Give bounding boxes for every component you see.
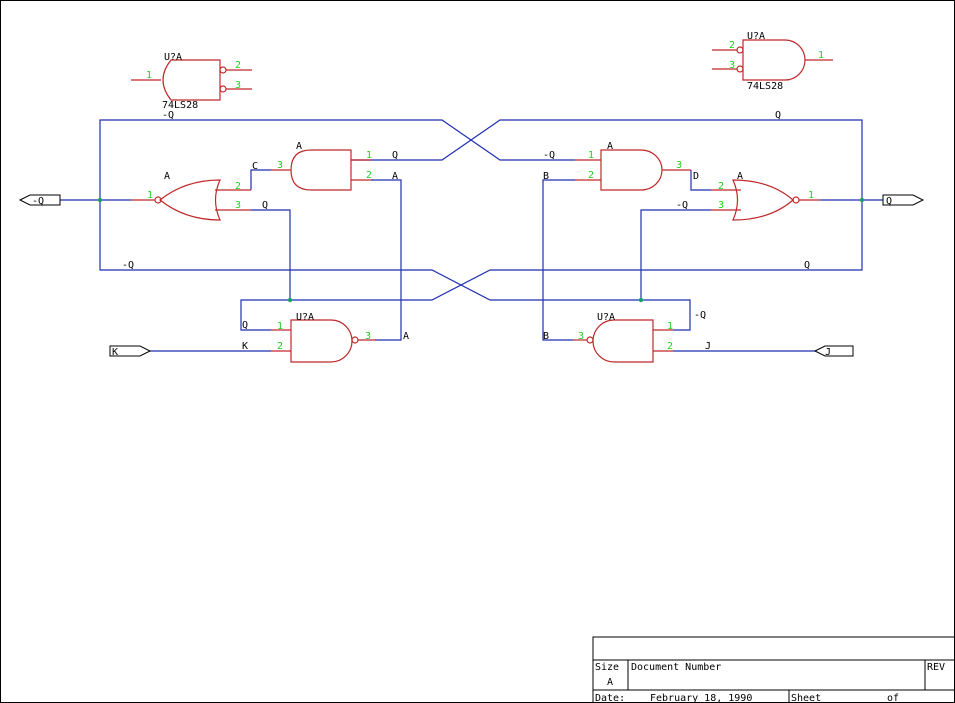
pin-number: 1 [588,150,594,161]
pin-number: 1 [366,150,372,161]
net-label: Q [392,150,398,161]
pin-number: 2 [235,181,241,192]
net-label: -Q [694,310,706,321]
port-right-q-label: Q [886,196,892,207]
title-date-value: February 18, 1990 [650,693,752,703]
pin-number: 1 [146,70,152,81]
pin-number: 2 [667,341,673,352]
pin-number: 3 [718,200,724,211]
net-label: -Q [162,110,174,121]
and-top-right-ref: A [607,141,613,152]
or-gate-right: A 2 3 1 [711,171,820,221]
pin-number: 1 [818,50,824,61]
nand-gate-bottom-left: U?A 1 2 3 [271,312,375,363]
net-label: A [392,171,398,182]
net-label: -Q [543,150,555,161]
net-label: -Q [122,260,134,271]
pin-number: 3 [676,160,682,171]
nand-bottom-right-ref: U?A [597,312,615,323]
junction-dot [638,297,644,303]
pin-number: 3 [365,331,371,342]
junction-dot [859,197,865,203]
title-doc-label: Document Number [631,662,721,673]
title-size-label: Size [595,662,619,673]
net-label: K [242,341,248,352]
and-gate-top-right: A 1 2 3 [575,141,691,191]
net-label: Q [262,200,268,211]
pin-number: 2 [588,170,594,181]
pin-number: 3 [729,60,735,71]
port-left-negq-label: -Q [32,196,44,207]
pin-number: 2 [277,341,283,352]
pin-number: 1 [667,321,673,332]
pin-number: 3 [235,80,241,91]
net-label: D [693,171,699,182]
nand-gate-bottom-right: U?A 1 2 3 [573,312,673,363]
port-k-label: K [112,347,118,358]
junction-dot [97,197,103,203]
port-j: J [813,345,854,358]
legend-right-ref: U?A [747,31,765,42]
net-label: A [403,331,409,342]
title-block: Size A Document Number REV Date: Februar… [592,636,954,703]
pin-number: 1 [147,190,153,201]
title-of-label: of [887,693,899,703]
title-rev-label: REV [927,662,945,673]
or-gate-left: A 1 2 3 [131,171,251,221]
pin-number: 2 [366,170,372,181]
legend-nor-gate-left: U?A 74LS28 1 2 3 [131,52,252,111]
net-label: Q [242,320,248,331]
pin-number: 2 [718,181,724,192]
net-label: -Q [676,200,688,211]
junction-dot [287,297,293,303]
port-right-q: Q [882,194,925,207]
net-label: Q [775,110,781,121]
or-right-ref: A [737,171,743,182]
pin-number: 3 [578,331,584,342]
pin-number: 1 [808,190,814,201]
pin-number: 3 [235,200,241,211]
port-left-negq: -Q [18,194,61,207]
legend-right-part: 74LS28 [747,81,783,92]
title-sheet-label: Sheet [791,693,821,703]
pin-number: 2 [235,60,241,71]
net-label: C [252,161,258,172]
pin-number: 1 [277,321,283,332]
net-label: J [705,341,711,352]
legend-left-ref: U?A [164,52,182,63]
wires [60,119,883,352]
nand-bottom-left-ref: U?A [296,312,314,323]
and-gate-top-left: A 3 1 2 [271,141,372,191]
pin-number: 3 [277,160,283,171]
net-labels: -Q Q C Q A -Q B D Q -Q -Q Q Q K A B -Q J [122,110,810,352]
legend-left-part: 74LS28 [162,100,198,111]
port-k: K [109,345,152,358]
net-label: Q [804,260,810,271]
net-label: B [543,171,549,182]
net-label: B [543,331,549,342]
title-date-label: Date: [595,693,625,703]
and-top-left-ref: A [296,141,302,152]
pin-number: 2 [729,40,735,51]
or-left-ref: A [164,171,170,182]
port-j-label: J [825,347,831,358]
title-size-value: A [607,677,613,688]
legend-nand-gate-right: U?A 74LS28 2 3 1 [712,31,833,92]
